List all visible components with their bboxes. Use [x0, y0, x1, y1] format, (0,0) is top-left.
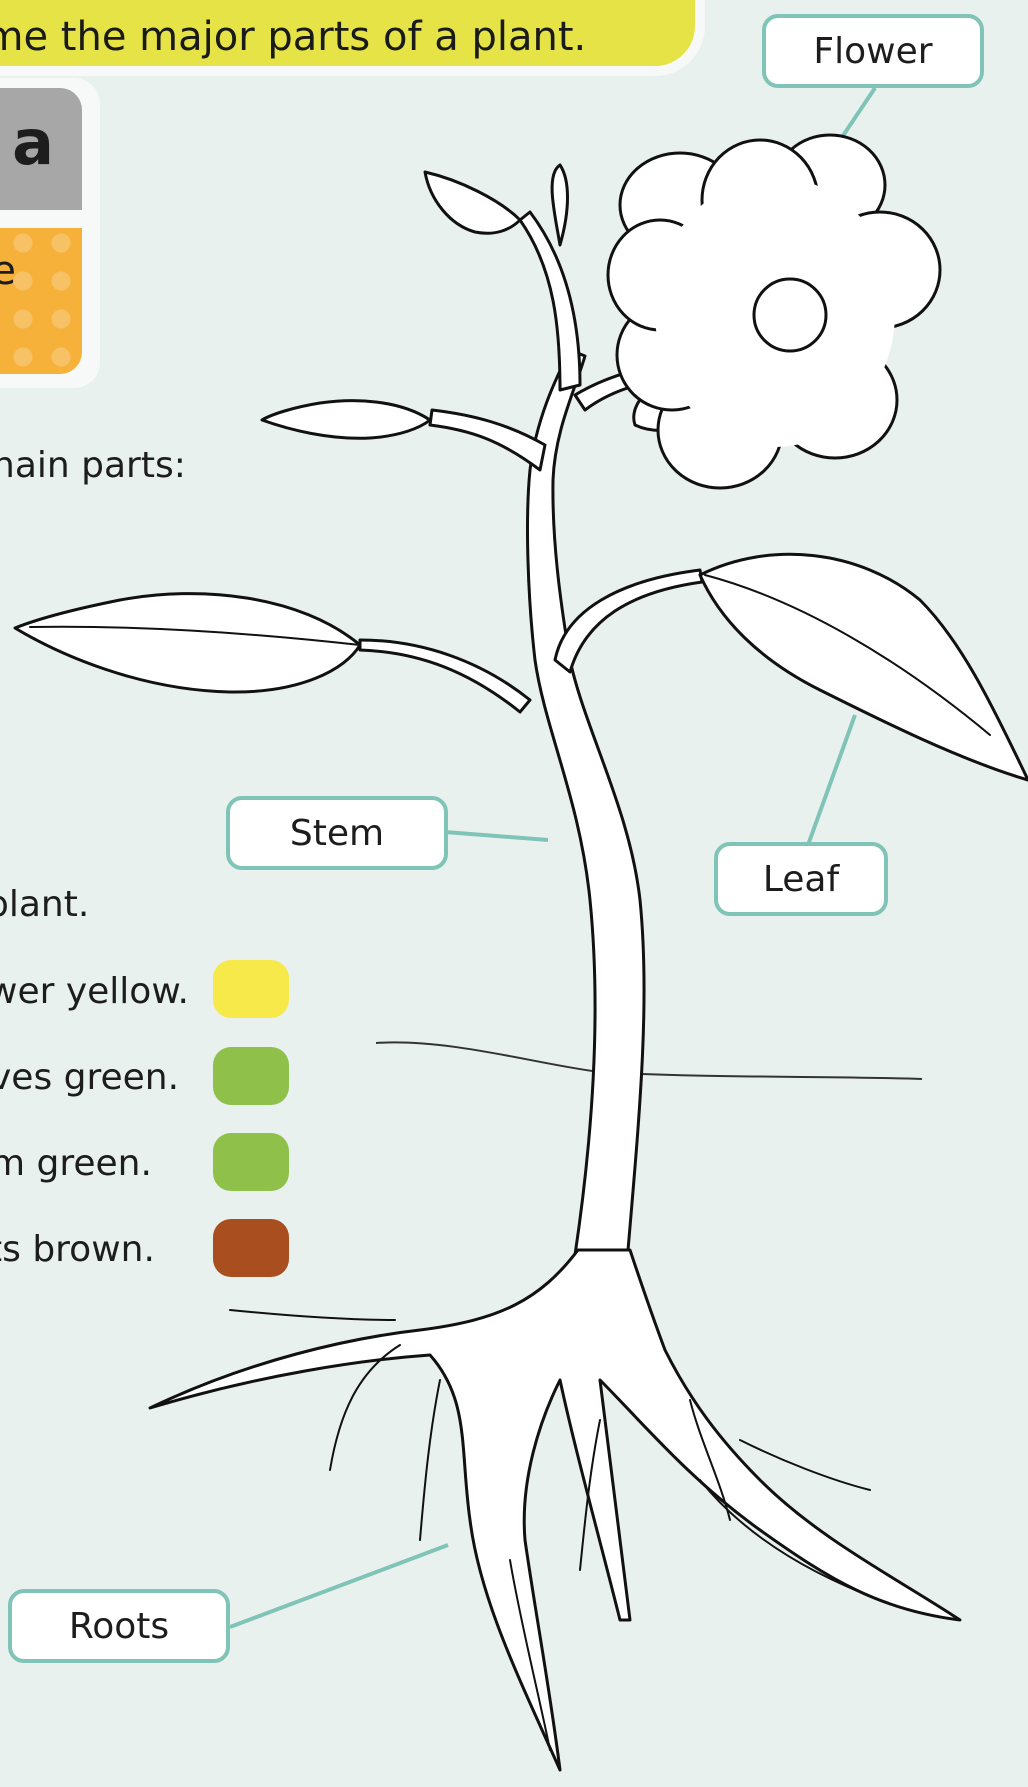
flower-head [608, 135, 940, 488]
top-middle-leaf [552, 165, 567, 245]
upper-left-leaf [262, 401, 430, 439]
left-branch [430, 410, 545, 470]
flower-label: Flower [762, 14, 984, 88]
leaf-label: Leaf [714, 842, 888, 916]
stem-leader-line [445, 832, 548, 840]
flower-center [754, 279, 826, 351]
upper-branch [520, 212, 580, 390]
stem [528, 350, 645, 1255]
leaf-leader-line [808, 715, 855, 845]
lower-left-leaf [15, 594, 360, 692]
roots-label: Roots [8, 1589, 230, 1663]
right-branch [555, 570, 702, 672]
roots [150, 1250, 960, 1770]
stem-label: Stem [226, 796, 448, 870]
lower-left-branch [360, 640, 530, 712]
top-left-leaf [425, 172, 520, 233]
roots-leader-line [230, 1545, 448, 1627]
writing-line [376, 1042, 922, 1079]
